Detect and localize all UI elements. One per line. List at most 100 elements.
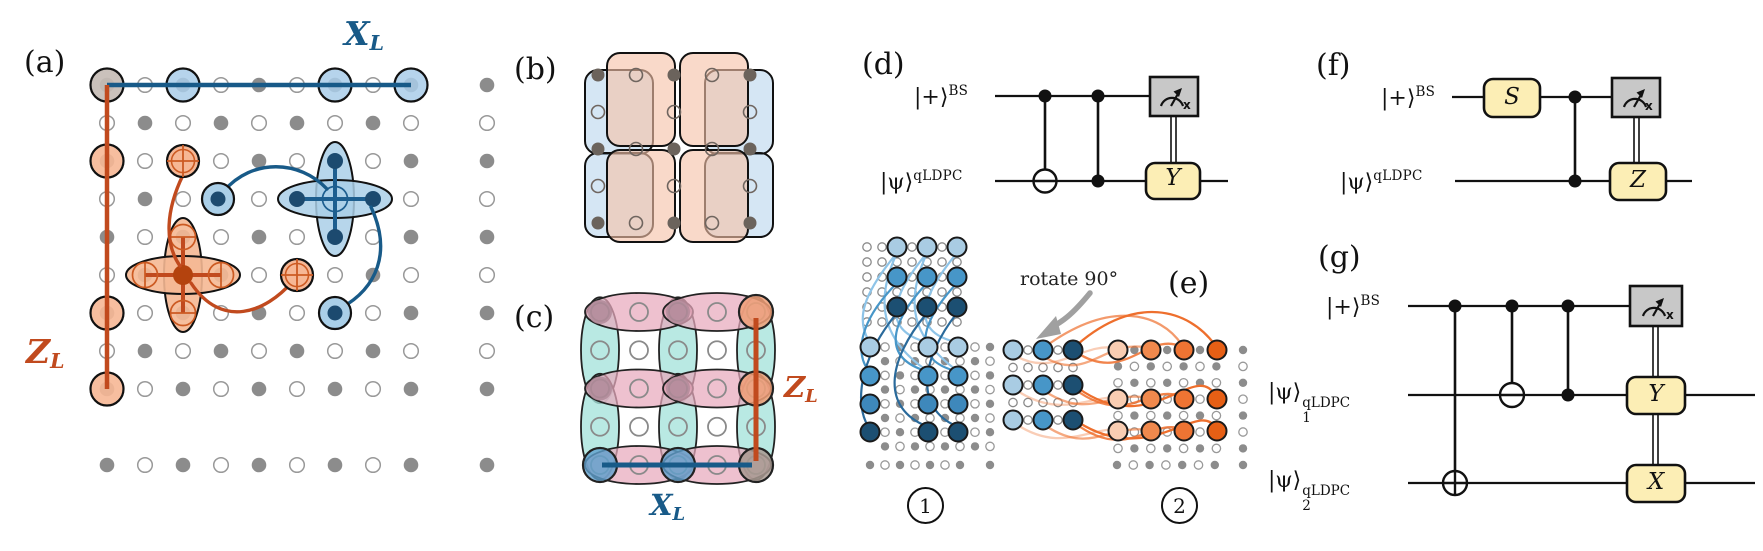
lattice-dot xyxy=(925,413,935,423)
lattice-dot xyxy=(174,190,192,208)
s-gate: S xyxy=(1504,84,1520,110)
lattice-dot xyxy=(985,384,995,395)
lattice-dot xyxy=(289,343,305,359)
lattice-dot xyxy=(1211,443,1222,454)
panel-label-f: (f) xyxy=(1316,48,1351,83)
lattice-dot xyxy=(916,236,938,258)
lattice-dot xyxy=(970,370,980,381)
lattice-dot xyxy=(590,178,606,194)
lattice-dot xyxy=(1053,345,1063,355)
lattice-dot xyxy=(478,114,496,132)
lattice-dot xyxy=(937,257,947,267)
lattice-dot xyxy=(478,266,496,284)
lattice-dot xyxy=(910,460,920,470)
lattice-dot xyxy=(403,229,419,245)
measurement-basis-label: x xyxy=(1645,99,1653,113)
control-dot xyxy=(1091,89,1105,103)
lattice-dot xyxy=(667,216,681,230)
lattice-dot xyxy=(212,380,230,398)
lattice-dot xyxy=(1179,362,1188,371)
correction-gate-box xyxy=(1625,463,1687,504)
lattice-dot xyxy=(880,385,890,394)
lattice-dot xyxy=(478,190,496,208)
correction-gate-box xyxy=(1608,161,1668,202)
lattice-dot xyxy=(886,296,908,318)
lattice-dot xyxy=(1211,410,1222,421)
lattice-dot xyxy=(250,190,268,208)
lattice-dot xyxy=(985,460,995,470)
lattice-dot xyxy=(917,421,939,443)
lattice-dot xyxy=(1206,420,1228,442)
lattice-dot xyxy=(628,215,644,231)
panel-label-e: (e) xyxy=(1168,266,1210,301)
lattice-dot xyxy=(1178,410,1189,421)
lattice-dot xyxy=(1107,339,1129,361)
control-dot xyxy=(1091,174,1105,188)
lattice-dot xyxy=(1002,374,1024,396)
lattice-dot xyxy=(985,441,995,452)
lattice-dot xyxy=(707,416,727,437)
lattice-dot xyxy=(326,266,344,284)
correction-gate-box xyxy=(1625,375,1687,416)
lattice-dot xyxy=(1023,380,1033,390)
panel-label-g: (g) xyxy=(1318,240,1361,275)
lattice-dot xyxy=(907,242,917,252)
lattice-dot xyxy=(707,302,727,322)
lattice-dot xyxy=(402,342,420,360)
z-stabilizer-cross xyxy=(125,217,241,333)
lattice-dot xyxy=(1195,427,1205,437)
lattice-dot xyxy=(136,304,154,322)
lattice-dot xyxy=(877,242,887,252)
correction-gate-box xyxy=(1144,161,1202,201)
lattice-dot xyxy=(402,266,420,284)
rotate-annotation: rotate 90° xyxy=(1020,268,1119,290)
lattice-dot xyxy=(707,340,727,361)
lattice-dot xyxy=(629,340,649,361)
lattice-dot xyxy=(666,178,682,194)
lattice-dot xyxy=(859,421,881,443)
stabilizer-connection-curves xyxy=(167,165,383,314)
lattice-dot xyxy=(970,427,980,438)
lattice-dot xyxy=(910,385,920,394)
lattice-dot xyxy=(212,152,230,170)
lattice-dot xyxy=(985,399,995,408)
lattice-dot xyxy=(590,340,610,361)
lattice-dot xyxy=(1146,362,1156,371)
lattice-dot xyxy=(880,427,890,438)
lattice-dot xyxy=(479,457,495,473)
lattice-dot xyxy=(1173,388,1195,410)
lattice-dot xyxy=(1195,345,1205,355)
lattice-dot xyxy=(137,115,153,131)
lattice-dot xyxy=(1140,339,1162,361)
lattice-dot xyxy=(916,266,938,288)
measurement-box xyxy=(1628,284,1684,328)
lattice-dot xyxy=(1178,377,1189,388)
lattice-dot xyxy=(880,342,890,352)
lattice-dot xyxy=(985,428,995,437)
lattice-dot xyxy=(1145,377,1156,388)
lattice-dot xyxy=(1193,460,1204,470)
lattice-dot xyxy=(917,336,939,358)
lattice-dot xyxy=(947,393,969,415)
lattice-dot xyxy=(667,68,681,82)
panel-label-d: (d) xyxy=(862,47,905,82)
control-dot xyxy=(1561,299,1575,313)
lattice-dot xyxy=(1008,397,1018,408)
control-dot xyxy=(1448,299,1462,313)
lattice-dot xyxy=(1023,345,1033,355)
lattice-dot xyxy=(1206,388,1228,410)
lattice-dot xyxy=(1145,410,1156,421)
panel-label-a: (a) xyxy=(24,45,66,80)
lattice-dot xyxy=(952,317,962,327)
lattice-dot xyxy=(1206,339,1228,361)
lattice-dot xyxy=(970,357,980,366)
lattice-dot xyxy=(1195,361,1205,372)
measurement-box xyxy=(1148,75,1200,118)
lattice-dot xyxy=(946,296,968,318)
lattice-dot xyxy=(1008,362,1018,373)
lattice-dot xyxy=(1173,420,1195,442)
lattice-dot xyxy=(1238,394,1248,405)
lattice-dot xyxy=(946,236,968,258)
lattice-dot xyxy=(99,457,115,473)
lattice-dot xyxy=(743,216,757,230)
